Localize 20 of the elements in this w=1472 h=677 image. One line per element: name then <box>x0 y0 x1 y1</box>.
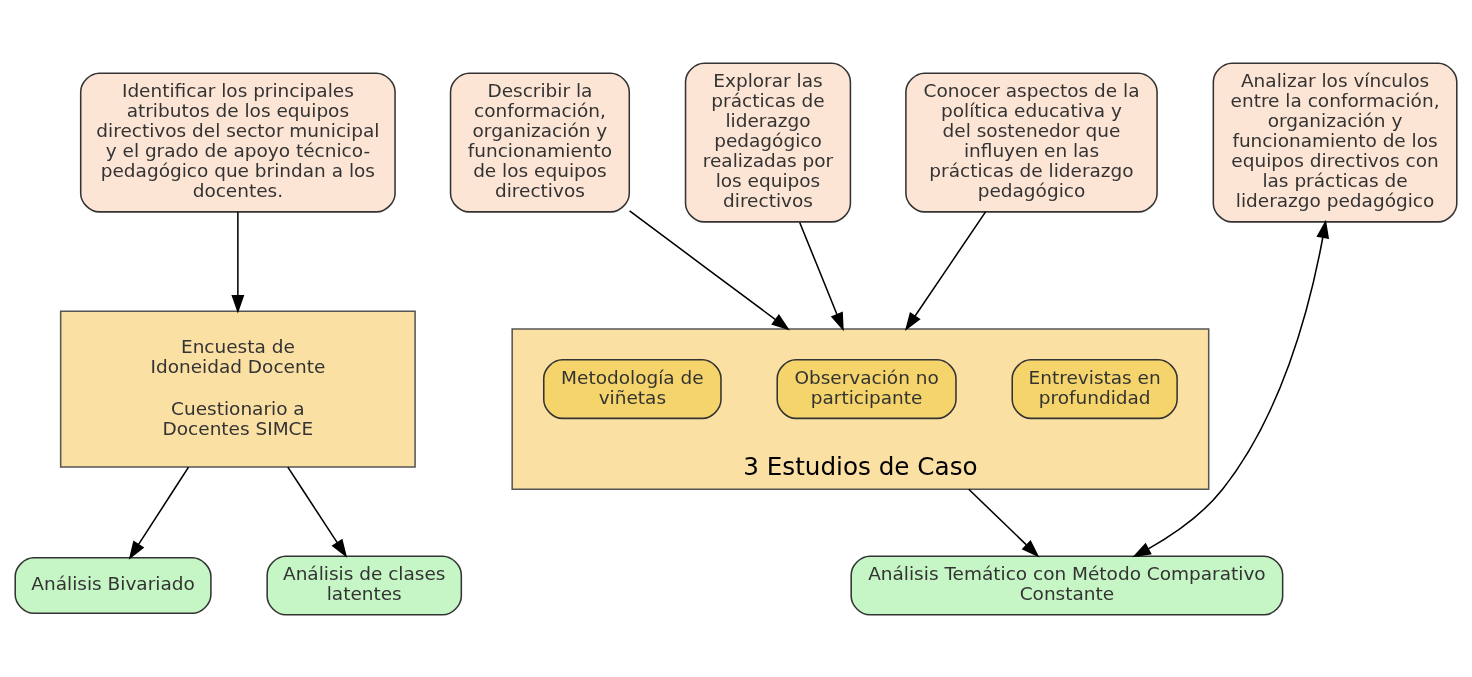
node-box: Identificar los principales atributos de los equipos directivos del sector municipal y el grado de apoyo técnico-pedagógico que brindan a los docentes. <box>79 71 396 213</box>
arrow <box>798 221 844 331</box>
arrow <box>1132 219 1330 557</box>
node-box: Conocer aspectos de la política educativa y del sostenedor que influyen en las prácticas de liderazgo pedagógico <box>905 71 1158 213</box>
arrow <box>628 209 790 330</box>
arrow <box>287 465 348 558</box>
arrow <box>128 465 190 560</box>
node-box: Análisis Temático con Método Comparativo Constante <box>850 555 1284 616</box>
node-box: Explorar las prácticas de liderazgo pedagógico realizadas por los equipos directivos <box>684 61 852 223</box>
node-box: Análisis de clases latentes <box>266 555 463 616</box>
node-box: Describir la conformación, organización y funcionamiento de los equipos directivos <box>449 71 631 213</box>
node-box: Analizar los vínculos entre la conformación, organización y funcionamiento de los equipos directivos con las prácticas de liderazgo pedagógico <box>1212 61 1458 223</box>
node-box: Análisis Bivariado <box>14 556 212 614</box>
arrow <box>904 210 987 331</box>
node-box: Entrevistas en profundidad <box>1011 358 1178 419</box>
node-box: Metodología de viñetas <box>543 358 722 419</box>
arrow <box>231 210 245 313</box>
node-box: Observación no participante <box>776 358 957 419</box>
arrow <box>968 488 1040 557</box>
node-box: Encuesta de Idoneidad Docente Cuestionario a Docentes SIMCE <box>59 310 416 468</box>
